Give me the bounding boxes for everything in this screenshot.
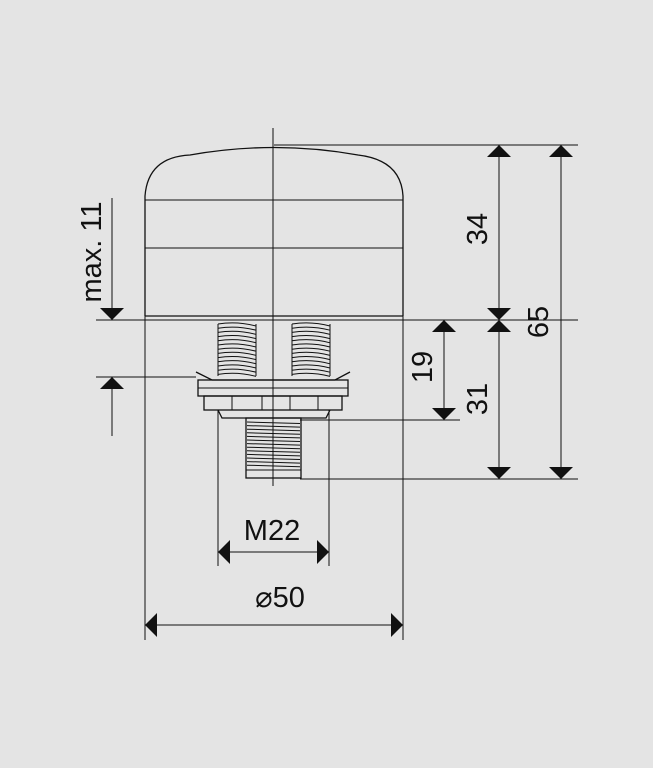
label-diameter-50: ⌀50 [255,582,305,614]
dimension-total-height: 65 [523,145,573,479]
spring-right [291,322,331,377]
label-m22: M22 [244,515,300,547]
label-65: 65 [523,306,555,338]
dimension-mount-height: 19 [407,320,456,420]
dimension-max-clamp: max. 11 [76,198,124,436]
label-34: 34 [462,213,494,245]
dimension-dome-height: 34 [462,145,511,320]
label-max-11: max. 11 [76,201,108,302]
spring-left [217,322,257,377]
label-31: 31 [462,383,494,415]
dome-housing [144,146,404,321]
dimension-body-height: 31 [462,320,511,479]
dimension-diameter: ⌀50 [145,582,403,637]
label-19: 19 [407,351,439,383]
dimension-thread: M22 [218,515,329,564]
extension-lines [96,144,578,640]
